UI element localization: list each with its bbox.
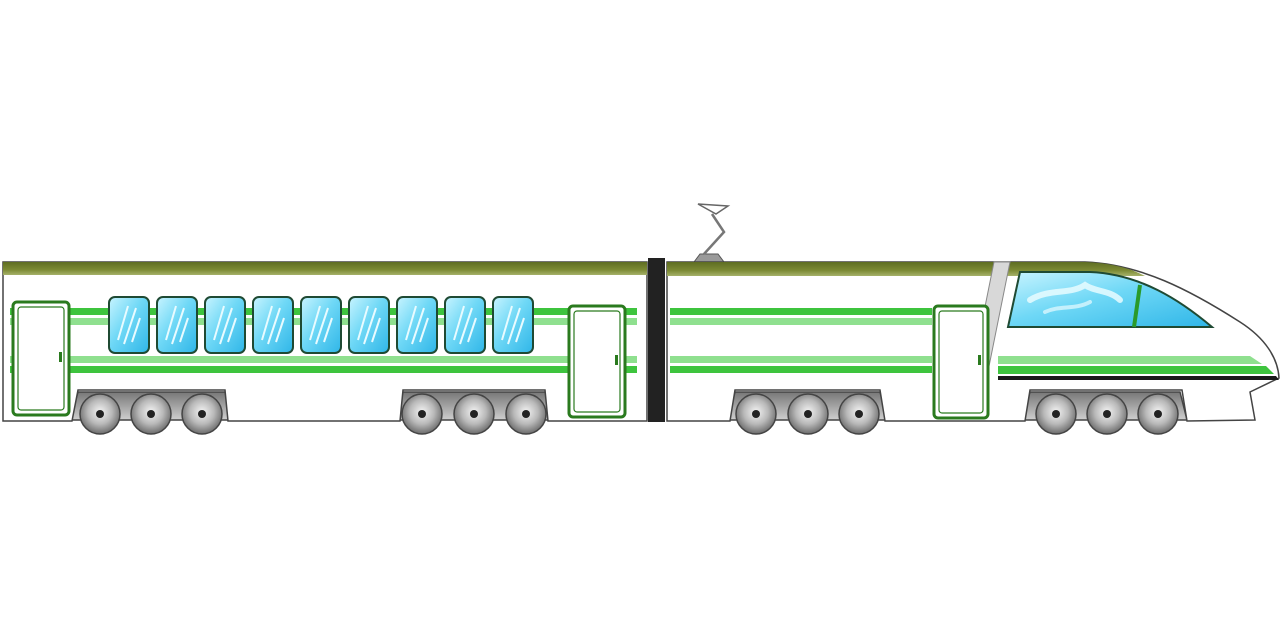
window (300, 296, 342, 354)
window (444, 296, 486, 354)
window (492, 296, 534, 354)
wheel (130, 393, 172, 435)
window (396, 296, 438, 354)
car-coupler (648, 258, 665, 422)
wheel (453, 393, 495, 435)
nose-stripe-light (998, 356, 1262, 364)
window (204, 296, 246, 354)
door-handle (59, 352, 62, 362)
window (108, 296, 150, 354)
window (156, 296, 198, 354)
wheel (1086, 393, 1128, 435)
windshield-divider (1132, 284, 1142, 328)
windshield (1006, 271, 1215, 328)
locomotive-door (932, 304, 990, 420)
nose-stripe-dark (998, 366, 1274, 374)
passenger-car (2, 261, 648, 435)
passenger-wheels (79, 393, 547, 435)
wheel (505, 393, 547, 435)
passenger-windows (108, 296, 534, 354)
window (348, 296, 390, 354)
door-handle (615, 355, 618, 365)
stripe-upper-dark (670, 308, 932, 315)
wheel (181, 393, 223, 435)
stripe-lower-light (670, 356, 932, 363)
door-handle (978, 355, 981, 365)
wheel (1137, 393, 1179, 435)
stripe-lower-dark (10, 366, 637, 373)
window (252, 296, 294, 354)
stripe-lower-dark (670, 366, 932, 373)
passenger-car-roof (3, 262, 647, 275)
wheel (787, 393, 829, 435)
door-left (11, 300, 71, 417)
wheel (735, 393, 777, 435)
pantograph (693, 203, 731, 263)
stripe-upper-light (670, 318, 932, 325)
wheel (401, 393, 443, 435)
wheel (1035, 393, 1077, 435)
locomotive (666, 203, 1280, 435)
wheel (838, 393, 880, 435)
wheel (79, 393, 121, 435)
stripe-lower-light (10, 356, 637, 363)
locomotive-wheels (735, 393, 1179, 435)
nose-black-line (998, 376, 1279, 380)
door-right (567, 304, 627, 419)
